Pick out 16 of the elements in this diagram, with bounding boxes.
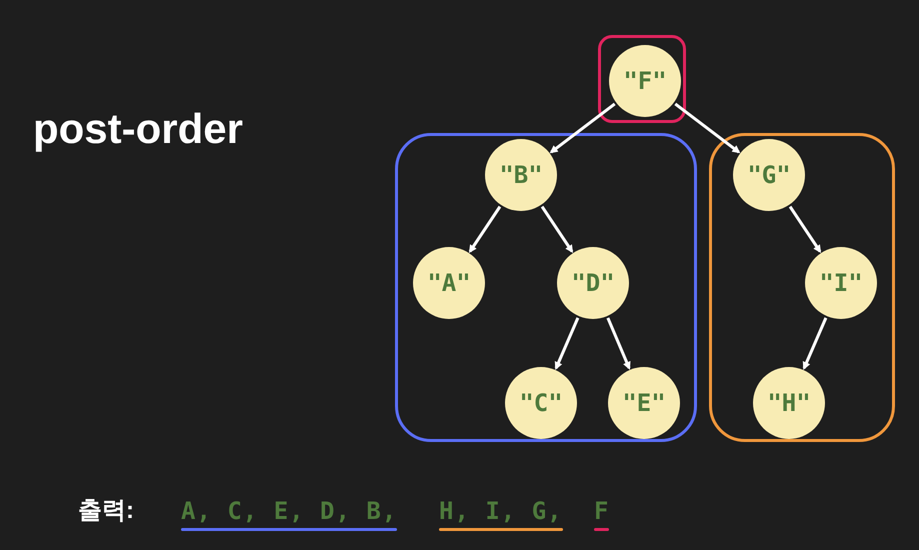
group-box bbox=[395, 133, 697, 442]
arrow bbox=[788, 206, 822, 254]
title: post-order bbox=[33, 108, 243, 150]
output-sequence: H, I, G, bbox=[439, 496, 563, 527]
arrow bbox=[674, 102, 740, 154]
output-sequence: A, C, E, D, B, bbox=[181, 496, 398, 527]
group-box bbox=[709, 133, 895, 442]
group-box bbox=[598, 35, 686, 123]
output-sequence: F bbox=[594, 496, 610, 527]
arrow bbox=[802, 317, 828, 370]
arrow bbox=[550, 102, 616, 154]
arrow bbox=[554, 317, 580, 370]
arrow bbox=[468, 206, 502, 254]
arrow bbox=[540, 206, 574, 254]
output-label: 출력: bbox=[78, 496, 134, 526]
arrow bbox=[606, 317, 631, 370]
